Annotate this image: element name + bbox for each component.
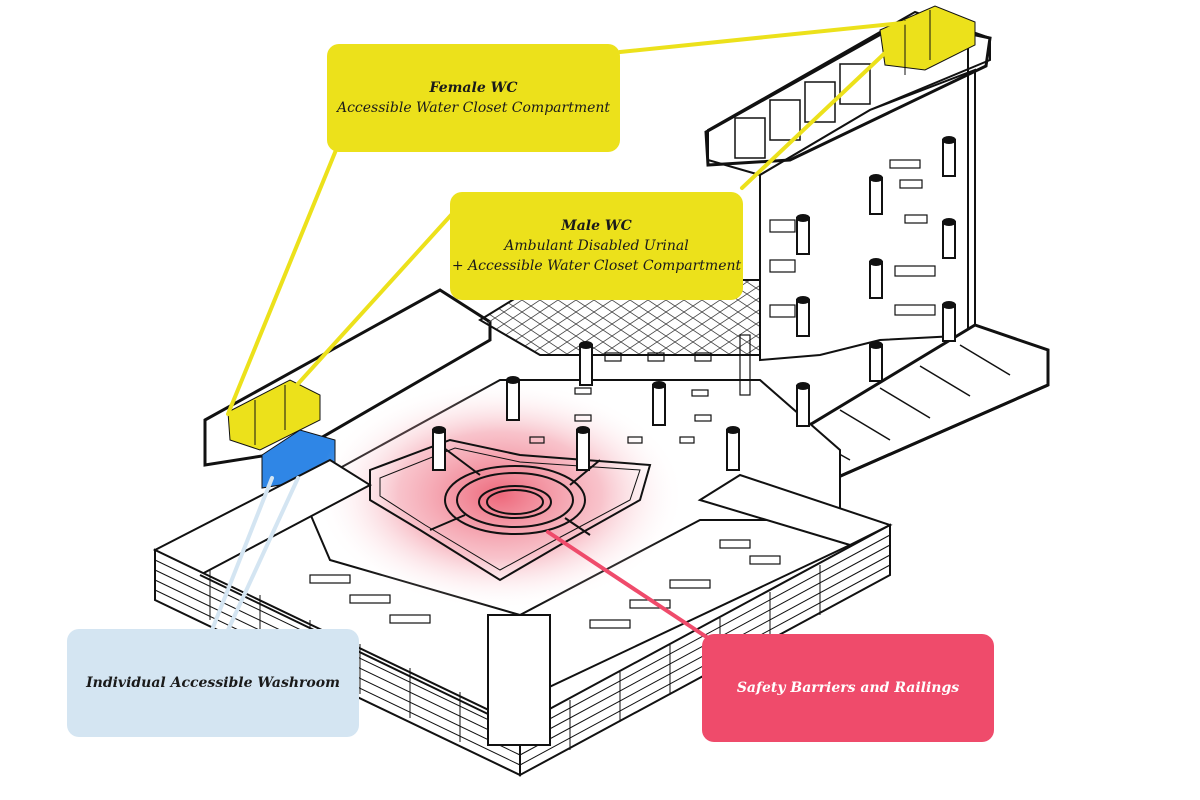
- male-wc-line-2: + Accessible Water Closet Compartment: [451, 258, 742, 274]
- male-wc-callout: Male WC Ambulant Disabled Urinal + Acces…: [450, 192, 743, 300]
- male-wc-highlight: [227, 379, 321, 451]
- male-wc-line-1: Ambulant Disabled Urinal: [504, 238, 689, 254]
- columns: [432, 136, 956, 471]
- north-wing-stalls: [734, 63, 871, 159]
- male-wc-title: Male WC: [561, 218, 632, 234]
- safety-barriers-callout: Safety Barriers and Railings: [702, 634, 994, 742]
- central-atrium: [369, 438, 652, 582]
- safety-leader: [546, 530, 710, 640]
- washroom-leader-a: [210, 476, 274, 632]
- female-wc-subtitle: Accessible Water Closet Compartment: [336, 100, 611, 116]
- male-wc-leader-a: [294, 212, 454, 388]
- accessible-washroom-callout: Individual Accessible Washroom: [67, 629, 359, 737]
- male-wc-leader-b: [740, 50, 888, 190]
- furniture: [309, 159, 936, 629]
- female-wc-title: Female WC: [429, 80, 518, 96]
- female-wc-leader-a: [226, 148, 338, 416]
- safety-barriers-title: Safety Barriers and Railings: [736, 680, 960, 696]
- accessible-washroom-title: Individual Accessible Washroom: [86, 675, 340, 691]
- washroom-leader-b: [226, 476, 300, 632]
- safety-zone-glow: [315, 380, 685, 610]
- leader-lines: [210, 20, 914, 640]
- female-wc-leader-b: [618, 20, 914, 54]
- female-wc-callout: Female WC Accessible Water Closet Compar…: [327, 44, 620, 152]
